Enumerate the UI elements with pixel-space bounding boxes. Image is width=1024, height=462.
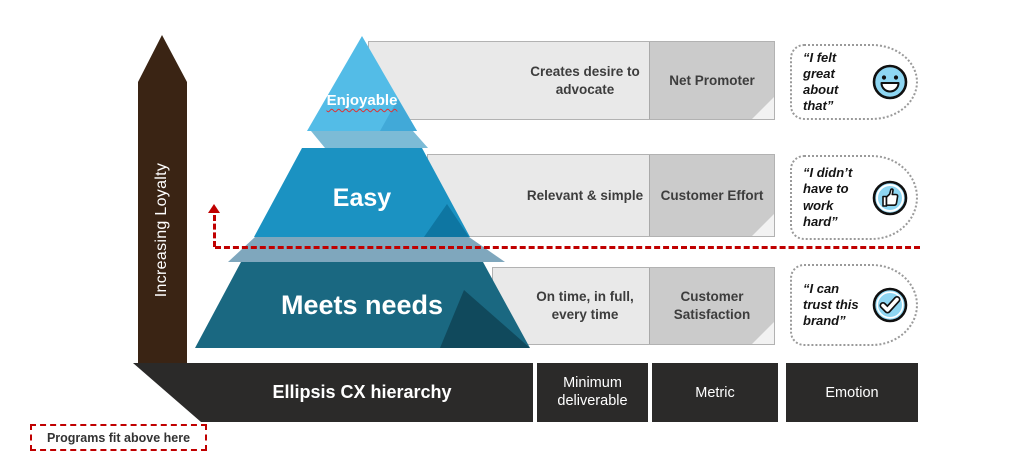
- metric-cell: Net Promoter: [649, 42, 774, 119]
- increasing-loyalty-label: Increasing Loyalty: [153, 162, 170, 298]
- deliverable-text: On time, in full, every time: [536, 289, 634, 322]
- pyramid-level-meets-needs: Meets needs: [280, 290, 444, 320]
- emotion-bubble-trust: “I can trust this brand”: [790, 264, 918, 346]
- footer-column-emotion: Emotion: [786, 363, 918, 422]
- deliverable-text: Creates desire to advocate: [530, 63, 640, 97]
- up-arrowhead-icon: [208, 204, 220, 213]
- quote-text: “I didn’t have to work hard”: [803, 165, 853, 229]
- check-mark-icon: [870, 285, 910, 325]
- folded-corner: [752, 97, 774, 119]
- enjoyable-label: Enjoyable: [326, 92, 398, 109]
- emotion-bubble-advocate: “I felt great about that”: [790, 44, 918, 120]
- program-threshold-elbow: [213, 215, 216, 247]
- metric-text: Customer Effort: [660, 187, 764, 203]
- quote-text: “I felt great about that”: [803, 49, 839, 114]
- metric-text: Customer Satisfaction: [673, 289, 751, 322]
- thumbs-up-icon: [870, 178, 910, 218]
- metric-text: Net Promoter: [669, 72, 755, 88]
- folded-corner: [752, 322, 774, 344]
- programs-fit-above-here-note: Programs fit above here: [30, 424, 207, 451]
- program-threshold-dashed-line: [215, 246, 920, 249]
- emotion-bubble-effort: “I didn’t have to work hard”: [790, 155, 918, 240]
- metric-cell: Customer Satisfaction: [649, 268, 774, 344]
- quote-text: “I can trust this brand”: [803, 280, 859, 329]
- footer-title-bar: Ellipsis CX hierarchy: [133, 363, 533, 422]
- footer-column-metric: Metric: [652, 363, 778, 422]
- pyramid-level-enjoyable: Enjoyable: [302, 92, 422, 109]
- pyramid-level-easy: Easy: [332, 184, 392, 212]
- deliverable-text: Relevant & simple: [526, 187, 644, 203]
- smiley-face-icon: [870, 62, 910, 102]
- metric-cell: Customer Effort: [649, 155, 774, 236]
- footer-column-minimum-deliverable: Minimum deliverable: [537, 363, 648, 422]
- folded-corner: [752, 214, 774, 236]
